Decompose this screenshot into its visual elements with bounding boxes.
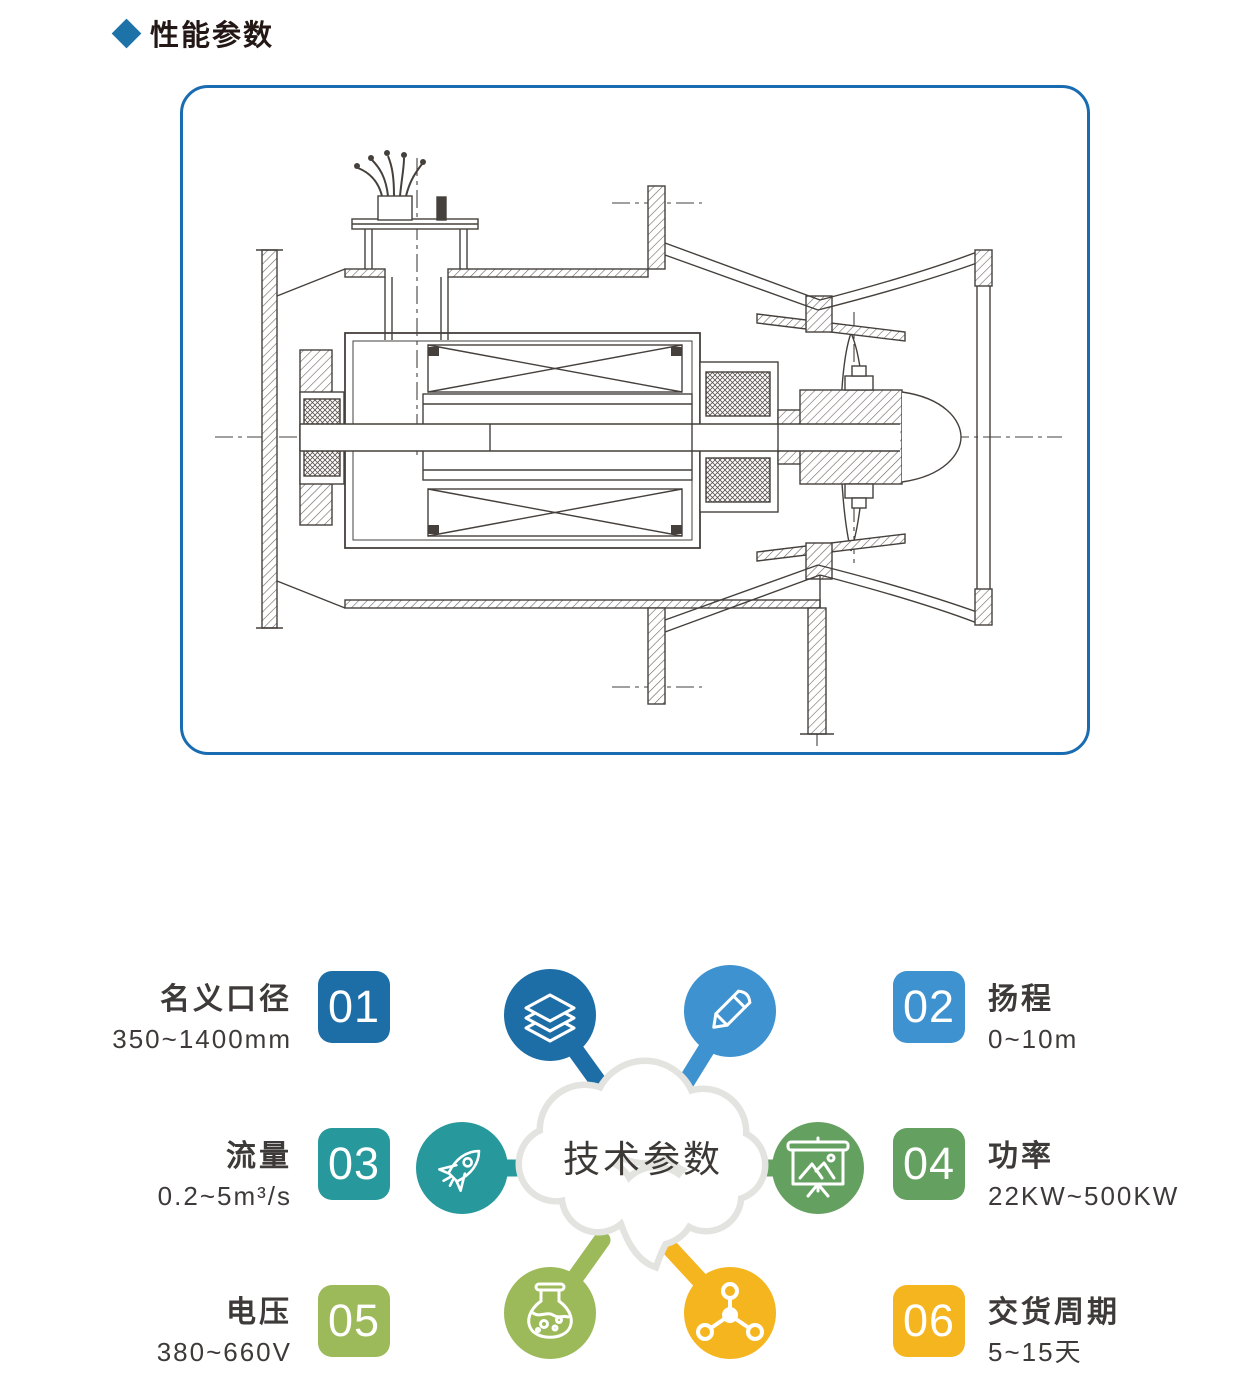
item-value: 22KW~500KW — [988, 1181, 1180, 1211]
item-nominal-diameter: 名义口径 350~1400mm — [112, 983, 292, 1054]
item-title: 流量 — [226, 1140, 292, 1173]
pencil-icon — [712, 989, 752, 1029]
item-title: 功率 — [988, 1140, 1054, 1173]
rocket-icon-circle — [416, 1122, 508, 1214]
molecule-icon — [696, 1282, 764, 1341]
item-delivery-period: 交货周期 5~15天 — [988, 1296, 1120, 1367]
page-title: 性能参数 — [150, 20, 275, 52]
badge-04: 04 — [893, 1128, 965, 1200]
item-head: 扬程 0~10m — [988, 983, 1078, 1054]
flask-icon — [527, 1282, 573, 1339]
item-voltage: 电压 380~660V — [157, 1296, 292, 1367]
badge-02: 02 — [893, 971, 965, 1043]
drawing-card — [180, 85, 1090, 755]
center-label: 技术参数 — [563, 1139, 723, 1180]
badge-03: 03 — [318, 1128, 390, 1200]
item-value: 0~10m — [988, 1024, 1079, 1054]
badge-01: 01 — [318, 971, 390, 1043]
item-value: 380~660V — [156, 1337, 292, 1367]
rocket-icon — [438, 1149, 481, 1192]
technical-parameters-infographic: 技术参数 — [416, 965, 864, 1359]
diamond-icon — [111, 18, 142, 48]
item-title: 电压 — [226, 1296, 292, 1329]
item-title: 交货周期 — [988, 1296, 1120, 1329]
item-value: 5~15天 — [988, 1337, 1083, 1367]
item-flow: 流量 0.2~5m³/s — [158, 1140, 292, 1211]
badge-05: 05 — [318, 1285, 390, 1357]
item-value: 0.2~5m³/s — [157, 1181, 292, 1211]
presentation-icon — [786, 1136, 850, 1198]
item-power: 功率 22KW~500KW — [988, 1140, 1179, 1211]
badge-06: 06 — [893, 1285, 965, 1357]
pencil-icon-circle — [684, 965, 776, 1057]
item-title: 扬程 — [988, 983, 1054, 1016]
pump-cross-section-drawing — [215, 150, 1062, 750]
section-header: 性能参数 — [111, 12, 275, 54]
item-value: 350~1400mm — [112, 1024, 292, 1054]
item-title: 名义口径 — [160, 983, 292, 1016]
layers-icon — [524, 993, 576, 1043]
